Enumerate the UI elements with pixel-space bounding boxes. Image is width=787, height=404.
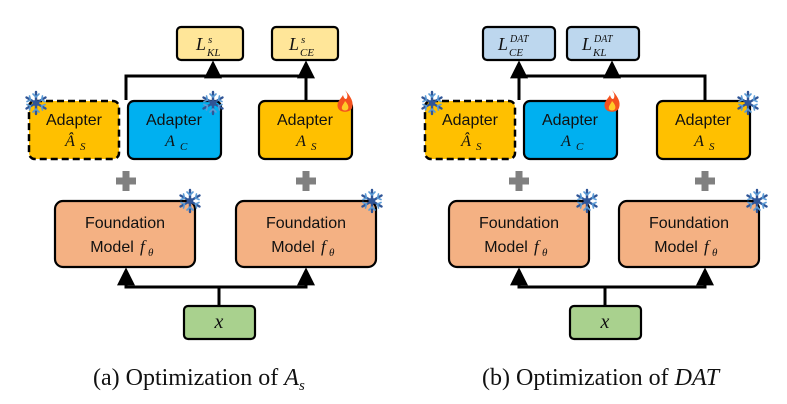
foundation-symbol: f: [321, 237, 328, 256]
adapter-label: Adapter: [277, 112, 334, 129]
loss-ce-box: L DAT CE: [481, 25, 557, 62]
input-box: x: [568, 304, 643, 341]
adapter-subscript: C: [576, 141, 584, 153]
adapter-subscript: S: [709, 141, 715, 153]
adapter-symbol: Â: [64, 131, 75, 150]
foundation-label: Foundation: [85, 215, 165, 232]
input-symbol: x: [600, 311, 610, 333]
diagram-b: L DAT CE L DAT KL Adapter Â S Adapter A …: [421, 25, 768, 391]
loss-symbol: L: [195, 34, 206, 54]
loss-kl-box: L DAT KL: [565, 25, 641, 62]
adapter-symbol: Â: [460, 131, 471, 150]
loss-kl-box: L s KL: [175, 25, 245, 62]
foundation-model-box-2: Foundation Model f θ: [617, 199, 761, 269]
foundation-symbol: f: [704, 237, 711, 256]
adapter-c-box: Adapter A C: [126, 99, 223, 161]
adapter-subscript: S: [80, 141, 86, 153]
adapter-frozen-box: Adapter Â S: [27, 99, 121, 161]
loss-subscript: KL: [592, 47, 606, 59]
caption-b: (b) Optimization of DAT: [482, 365, 721, 391]
diagram-a: L s KL L s CE Adapter Â S Adapter A C Ad…: [25, 25, 383, 394]
foundation-symbol: f: [140, 237, 147, 256]
adapter-s-box: Adapter A S: [257, 99, 354, 161]
adapter-symbol: A: [693, 133, 704, 150]
loss-ce-box: L s CE: [270, 25, 340, 62]
foundation-label: Foundation: [479, 215, 559, 232]
foundation-model-box-1: Foundation Model f θ: [53, 199, 197, 269]
loss-superscript: s: [208, 34, 212, 46]
foundation-label: Model: [271, 239, 315, 256]
loss-subscript: KL: [206, 47, 220, 59]
foundation-label: Foundation: [266, 215, 346, 232]
connector-lines: [510, 60, 714, 305]
adapter-label: Adapter: [675, 112, 732, 129]
foundation-model-box-2: Foundation Model f θ: [234, 199, 378, 269]
plus-icon: [116, 171, 136, 191]
foundation-subscript: θ: [542, 247, 548, 259]
foundation-label: Foundation: [649, 215, 729, 232]
flame-icon: [604, 90, 620, 112]
adapter-symbol: A: [164, 133, 175, 150]
loss-superscript: DAT: [509, 34, 530, 45]
caption-a: (a) Optimization of As: [93, 365, 305, 394]
adapter-subscript: S: [476, 141, 482, 153]
foundation-label: Model: [90, 239, 134, 256]
loss-subscript: CE: [300, 47, 314, 59]
adapter-s-box: Adapter A S: [655, 99, 752, 161]
foundation-label: Model: [654, 239, 698, 256]
adapter-subscript: C: [180, 141, 188, 153]
input-symbol: x: [214, 311, 224, 333]
loss-symbol: L: [581, 34, 592, 54]
foundation-subscript: θ: [148, 247, 154, 259]
foundation-subscript: θ: [329, 247, 335, 259]
flame-icon: [337, 90, 353, 112]
adapter-symbol: A: [560, 133, 571, 150]
plus-icon: [509, 171, 529, 191]
adapter-label: Adapter: [442, 112, 499, 129]
adapter-c-box: Adapter A C: [522, 99, 619, 161]
foundation-subscript: θ: [712, 247, 718, 259]
loss-subscript: CE: [509, 47, 523, 59]
loss-superscript: DAT: [593, 34, 614, 45]
loss-symbol: L: [497, 34, 508, 54]
adapter-label: Adapter: [542, 112, 599, 129]
foundation-model-box-1: Foundation Model f θ: [447, 199, 591, 269]
loss-symbol: L: [288, 34, 299, 54]
plus-icon: [296, 171, 316, 191]
adapter-subscript: S: [311, 141, 317, 153]
adapter-symbol: A: [295, 133, 306, 150]
adapter-label: Adapter: [46, 112, 103, 129]
foundation-symbol: f: [534, 237, 541, 256]
loss-superscript: s: [301, 34, 305, 46]
foundation-label: Model: [484, 239, 528, 256]
adapter-label: Adapter: [146, 112, 203, 129]
input-box: x: [182, 304, 257, 341]
plus-icon: [695, 171, 715, 191]
adapter-frozen-box: Adapter Â S: [423, 99, 517, 161]
connector-lines: [117, 60, 315, 305]
